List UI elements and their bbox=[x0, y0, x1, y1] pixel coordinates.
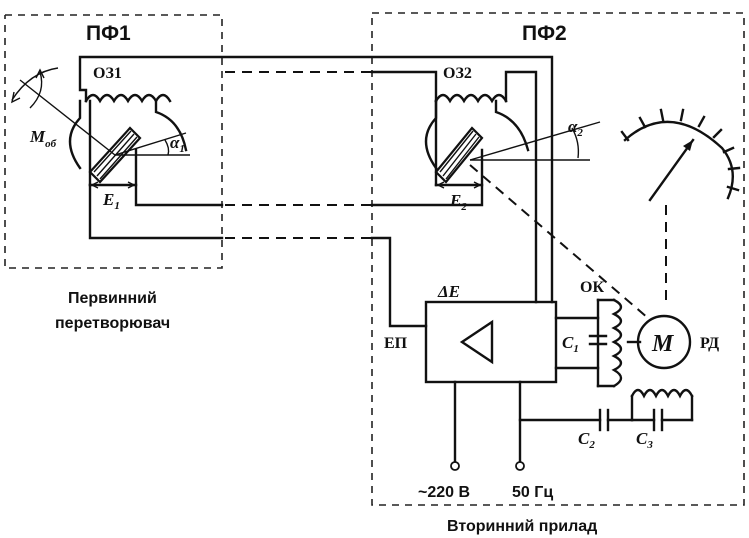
m-ob-label: Mоб bbox=[29, 127, 57, 150]
capacitor-network bbox=[518, 380, 694, 432]
frequency-label: 50 Гц bbox=[512, 484, 553, 501]
c3-label: C3 bbox=[636, 429, 653, 451]
secondary-caption: Вторинний прилад bbox=[447, 518, 597, 535]
motor-label: M bbox=[651, 331, 675, 357]
c1-label: C1 bbox=[562, 333, 579, 355]
e1-label: E1 bbox=[102, 190, 120, 212]
voltage-label: ~220 В bbox=[418, 484, 470, 501]
rd-label: РД bbox=[700, 335, 719, 352]
alpha1-angle bbox=[19, 79, 190, 156]
oz1-label: ОЗ1 bbox=[93, 65, 122, 82]
rotation-arrow-icon bbox=[11, 67, 59, 109]
c2-label: C2 bbox=[578, 429, 595, 451]
pf1-label: ПФ1 bbox=[86, 22, 131, 45]
pf2-label: ПФ2 bbox=[522, 22, 567, 45]
primary-caption-line2: перетворювач bbox=[55, 315, 170, 332]
interconnect-wires bbox=[225, 71, 372, 239]
oz2-label: ОЗ2 bbox=[443, 65, 472, 82]
capacitor-c1 bbox=[554, 298, 616, 388]
sensor-2-body bbox=[370, 99, 530, 207]
delta-e-label: ΔE bbox=[437, 282, 460, 301]
primary-converter-boundary bbox=[4, 14, 223, 269]
mechanical-link-sensor bbox=[469, 164, 649, 319]
excitation-winding-2 bbox=[370, 70, 538, 304]
primary-caption-line1: Первинний bbox=[68, 290, 157, 307]
control-winding-ok bbox=[611, 298, 642, 388]
secondary-device-boundary bbox=[371, 12, 745, 506]
power-leads bbox=[450, 380, 525, 471]
alpha2-angle bbox=[469, 121, 601, 161]
e2-label: E2 bbox=[449, 191, 467, 213]
alpha2-label: α2 bbox=[568, 117, 583, 139]
indicator-dial bbox=[620, 108, 741, 202]
ok-label: ОК bbox=[580, 279, 604, 296]
alpha1-label: α1 bbox=[170, 133, 185, 155]
motor-rd bbox=[636, 314, 692, 370]
amplifier-ep bbox=[370, 236, 558, 384]
ep-label: ЕП bbox=[384, 335, 408, 352]
sensor-1-body bbox=[68, 99, 224, 240]
